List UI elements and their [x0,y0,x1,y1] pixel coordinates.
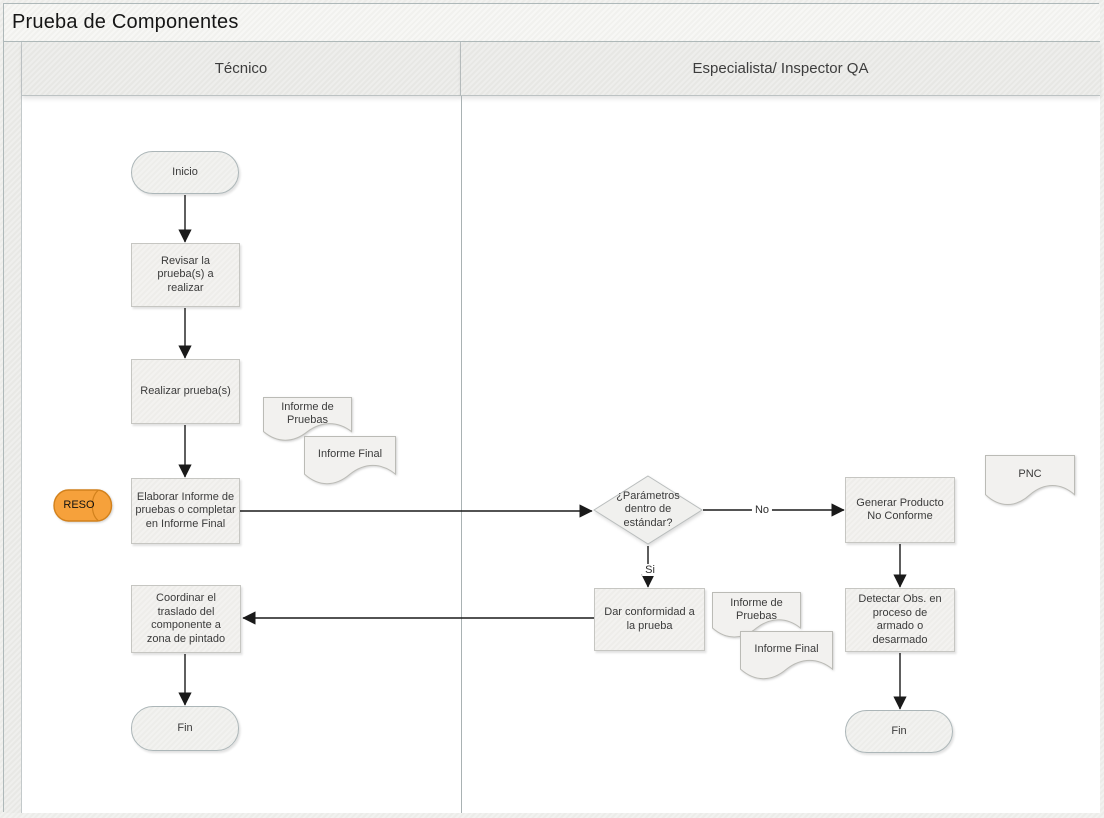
decision-parametros-estandar-label: ¿Parámetros dentro de estándar? [616,489,680,529]
terminator-inicio-label: Inicio [172,165,198,178]
process-detectar-obs[interactable]: Detectar Obs. en proceso de armado o des… [845,588,955,652]
process-coordinar-traslado-label: Coordinar el traslado del componente a z… [146,592,226,645]
document-shape [740,631,833,680]
document-pnc[interactable]: PNC [985,455,1075,510]
process-generar-producto-no-conforme[interactable]: Generar Producto No Conforme [845,477,955,543]
process-revisar-prueba[interactable]: Revisar la prueba(s) a realizar [131,243,240,307]
process-realizar-prueba[interactable]: Realizar prueba(s) [131,359,240,424]
process-dar-conformidad-label: Dar conformidad a la prueba [604,606,695,632]
document-informe-pruebas-qa-label: Informe de Pruebas [730,596,783,623]
edge-label-si: Si [642,564,658,576]
process-revisar-prueba-label: Revisar la prueba(s) a realizar [157,254,214,294]
document-shape [304,436,396,485]
terminator-fin-qa-label: Fin [891,724,907,737]
document-shape [985,455,1075,505]
stored-data-reso-label: RESO [63,498,95,511]
edge-label-no: No [751,504,773,516]
process-elaborar-informe-label: Elaborar Informe de pruebas o completar … [135,490,236,530]
page-title: Prueba de Componentes [12,11,239,33]
lane-header-qa-label: Especialista/ Inspector QA [692,60,869,77]
lane-header-tecnico[interactable]: Técnico [22,42,461,96]
stored-data-reso[interactable]: RESO [53,489,113,522]
lane-header-tecnico-label: Técnico [214,60,268,77]
document-informe-pruebas-qa[interactable]: Informe de Pruebas [712,592,801,642]
document-informe-final-tecnico-label: Informe Final [317,448,383,461]
diagram-title-bar: Prueba de Componentes [4,4,1100,42]
lane-body-qa [461,96,1100,813]
document-informe-pruebas-tecnico[interactable]: Informe de Pruebas [263,397,352,445]
document-informe-pruebas-tecnico-label: Informe de Pruebas [281,400,334,427]
swimlane-container-strip [4,42,22,813]
lane-header-qa[interactable]: Especialista/ Inspector QA [461,42,1100,96]
decision-diamond-shape [593,475,703,545]
terminator-fin-tecnico-label: Fin [177,721,193,734]
document-informe-final-qa-label: Informe Final [754,643,819,656]
decision-parametros-estandar[interactable]: ¿Parámetros dentro de estándar? [593,475,703,545]
terminator-inicio[interactable]: Inicio [131,151,239,194]
process-detectar-obs-label: Detectar Obs. en proceso de armado o des… [858,593,942,646]
process-realizar-prueba-label: Realizar prueba(s) [140,384,231,397]
process-coordinar-traslado[interactable]: Coordinar el traslado del componente a z… [131,585,241,653]
document-pnc-label: PNC [1018,468,1042,481]
document-shape [712,592,801,638]
document-informe-final-qa[interactable]: Informe Final [740,631,833,684]
stored-data-shape [53,489,113,522]
document-shape [263,397,352,441]
process-dar-conformidad[interactable]: Dar conformidad a la prueba [594,588,705,651]
process-elaborar-informe[interactable]: Elaborar Informe de pruebas o completar … [131,478,240,544]
process-generar-producto-no-conforme-label: Generar Producto No Conforme [856,496,944,523]
document-informe-final-tecnico[interactable]: Informe Final [304,436,396,489]
terminator-fin-tecnico[interactable]: Fin [131,706,239,751]
terminator-fin-qa[interactable]: Fin [845,710,953,753]
lane-divider [461,96,462,813]
